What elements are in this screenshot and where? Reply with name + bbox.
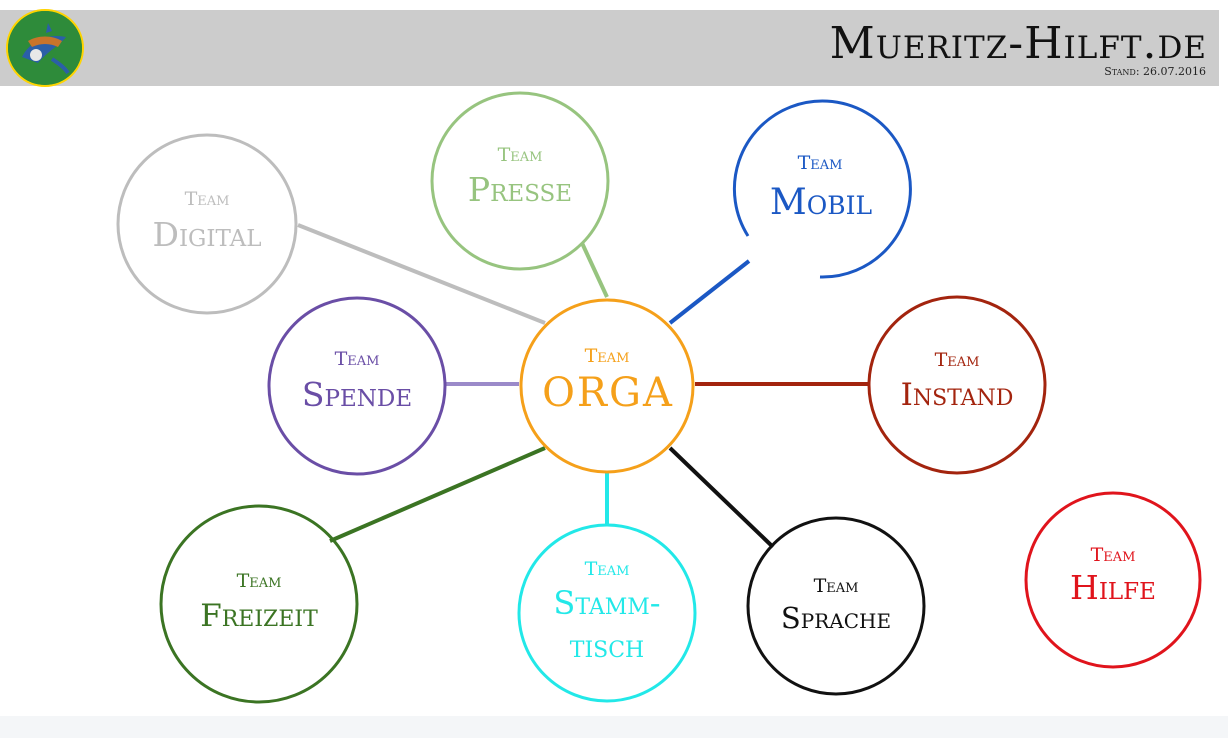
team-mobil-name: Mobil: [770, 182, 872, 223]
team-sprache-circle: [746, 516, 926, 696]
team-instand-name: Instand: [901, 377, 1014, 413]
team-spende: Team Spende: [267, 296, 447, 476]
connectors: [297, 223, 870, 549]
team-sprache-label: Team: [814, 575, 859, 597]
team-mobil-arc: [732, 99, 912, 279]
team-spende-circle: [267, 296, 447, 476]
logo-icon: [6, 9, 84, 87]
team-stammtisch-label: Team: [585, 558, 630, 580]
bottom-strip: [0, 716, 1228, 738]
connector-sprache: [668, 446, 775, 549]
team-hilfe-circle: [1024, 491, 1202, 669]
connector-digital: [297, 223, 546, 325]
team-freizeit-label: Team: [237, 570, 282, 592]
team-presse-label: Team: [498, 144, 543, 166]
team-orga-circle: [519, 298, 695, 474]
connector-presse: [580, 242, 609, 298]
team-instand-circle: [867, 295, 1047, 475]
team-orga: Team ORGA: [519, 298, 695, 474]
team-stammtisch-name-line2: tisch: [570, 627, 644, 665]
team-orga-label: Team: [585, 345, 630, 367]
team-hilfe: Team Hilfe: [1024, 491, 1202, 669]
team-freizeit-circle: [159, 504, 359, 704]
team-presse-name: Presse: [468, 170, 572, 209]
team-freizeit: Team Freizeit: [159, 504, 359, 704]
connector-mobil: [668, 259, 751, 325]
team-hilfe-label: Team: [1091, 544, 1136, 566]
team-presse: Team Presse: [430, 91, 610, 271]
connector-freizeit: [329, 446, 546, 543]
date-stamp: Stand: 26.07.2016: [1104, 65, 1206, 78]
team-mobil-label: Team: [798, 152, 843, 174]
team-sprache: Team Sprache: [746, 516, 926, 696]
site-title: Mueritz-Hilft.de: [829, 18, 1207, 69]
header-bar: [0, 10, 1219, 86]
team-stammtisch: Team Stamm- tisch: [517, 523, 697, 703]
team-digital-label: Team: [185, 188, 230, 210]
team-instand-label: Team: [935, 349, 980, 371]
team-mobil: Team Mobil: [732, 99, 912, 279]
team-digital: Team Digital: [116, 133, 298, 315]
team-stammtisch-name-line1: Stamm-: [553, 584, 660, 622]
team-spende-label: Team: [335, 348, 380, 370]
team-digital-name: Digital: [153, 215, 262, 254]
team-orga-name: ORGA: [542, 370, 674, 416]
team-presse-circle: [430, 91, 610, 271]
team-spende-name: Spende: [302, 375, 412, 414]
team-instand: Team Instand: [867, 295, 1047, 475]
team-digital-circle: [116, 133, 298, 315]
team-hilfe-name: Hilfe: [1070, 568, 1156, 607]
team-stammtisch-circle: [517, 523, 697, 703]
team-sprache-name: Sprache: [781, 601, 891, 635]
team-freizeit-name: Freizeit: [200, 598, 318, 634]
